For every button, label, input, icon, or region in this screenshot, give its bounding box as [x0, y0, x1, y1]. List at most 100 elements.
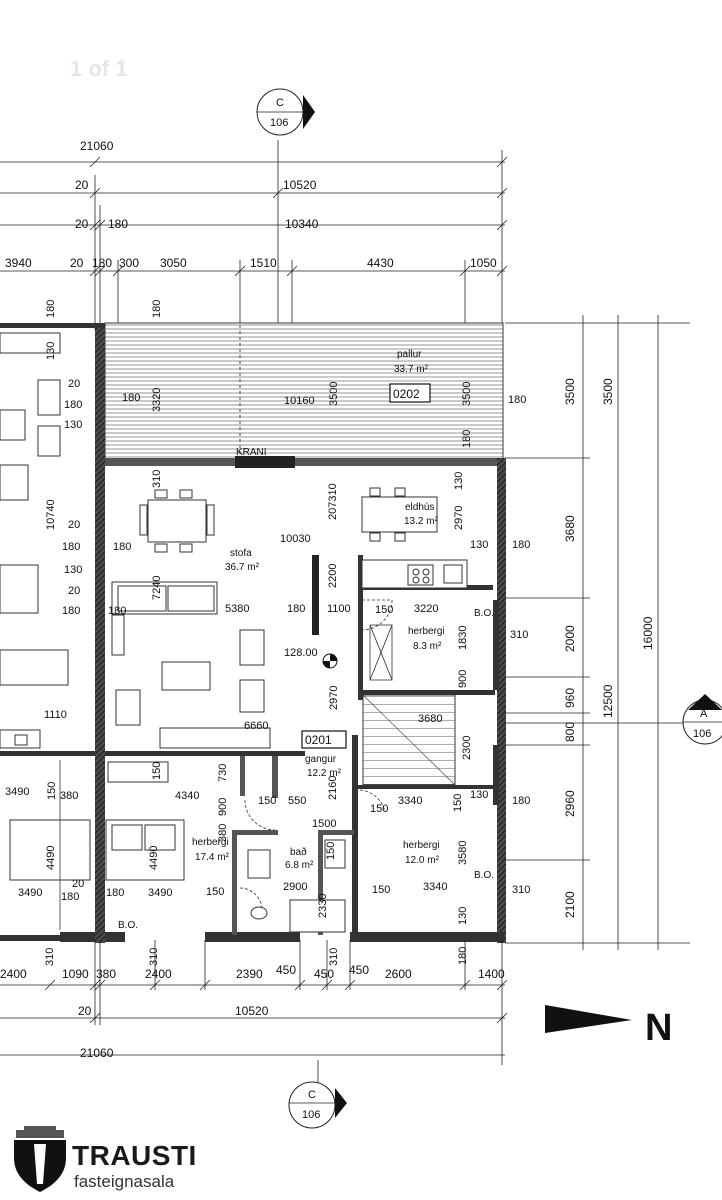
- dim-d3490a: 3490: [5, 786, 29, 798]
- dim-d130b: 130: [64, 419, 82, 431]
- dim-top-r6: 1510: [250, 256, 277, 270]
- section-right-sheet: 106: [693, 728, 711, 740]
- dim-top-total: 21060: [80, 139, 114, 153]
- dim-bottom-b2: 1090: [62, 967, 89, 981]
- dim-d180c: 180: [122, 392, 140, 404]
- dim-d2900: 2900: [283, 881, 307, 893]
- dim-bottom-c2: 10520: [235, 1004, 269, 1018]
- north-arrow: N: [545, 1005, 672, 1049]
- brand-name: TRAUSTI: [72, 1140, 197, 1171]
- dim-d150a: 150: [46, 782, 58, 800]
- dim-d6660: 6660: [244, 720, 268, 732]
- dim-d3340b: 3340: [423, 881, 447, 893]
- dim-d7240: 7240: [151, 576, 163, 600]
- dim-d180p2: 180: [508, 394, 526, 406]
- dim-d10160: 10160: [284, 395, 315, 407]
- left-unit-furniture: [0, 332, 91, 930]
- dim-d380b: 380: [217, 824, 229, 842]
- dim-top-r3: 180: [92, 256, 112, 270]
- dim-right-t2: 16000: [641, 616, 655, 650]
- dim-bottom-b4: 2400: [145, 967, 172, 981]
- dim-d180j: 180: [512, 539, 530, 551]
- dim-d180h: 180: [61, 891, 79, 903]
- dim-d207310: 207310: [327, 483, 339, 520]
- section-bottom-sheet: 106: [302, 1109, 320, 1121]
- dim-d3580: 3580: [457, 841, 469, 865]
- dim-d310b: 310: [510, 629, 528, 641]
- dim-d3220: 3220: [414, 603, 438, 615]
- dim-d180k: 180: [287, 603, 305, 615]
- dim-d150f: 150: [452, 794, 464, 812]
- dim-d130a: 130: [45, 342, 57, 360]
- dim-d180p1: 180: [151, 300, 163, 318]
- dim-top-r7: 4430: [367, 256, 394, 270]
- room-pallur-name: pallur: [397, 349, 422, 360]
- dim-bottom-b8: 450: [349, 963, 369, 977]
- dim-d2330: 2330: [317, 894, 329, 918]
- room-pallur-id: 0202: [393, 387, 420, 401]
- section-marker-bottom: C 106: [288, 1081, 347, 1129]
- north-label: N: [645, 1007, 672, 1049]
- dim-d4490a: 4490: [45, 846, 57, 870]
- dim-d150c: 150: [151, 762, 163, 780]
- section-top-letter: C: [276, 97, 284, 109]
- room-herbergi3-area: 12.0 m²: [405, 855, 440, 866]
- dim-d3320: 3320: [151, 388, 163, 412]
- dim-d150b: 150: [375, 604, 393, 616]
- dim-right-r6: 800: [563, 722, 577, 742]
- dim-top-d: 180: [108, 217, 128, 231]
- bottom-dimension-texts: 2400 1090 380 2400 2390 450 450 450 2600…: [0, 948, 505, 1060]
- room-gangur-id: 0201: [305, 733, 332, 747]
- dim-bottom-b6: 450: [276, 963, 296, 977]
- dim-d20b: 20: [68, 519, 80, 531]
- dim-d4490b: 4490: [148, 846, 160, 870]
- right-dimension-lines: [505, 315, 690, 950]
- right-dimension-texts: 3500 3500 3680 2000 960 800 2960 2100 12…: [563, 378, 655, 918]
- dim-top-a: 20: [75, 178, 89, 192]
- dim-d150d: 150: [258, 795, 276, 807]
- living-furniture: [105, 487, 468, 881]
- section-marker-top: C 106: [256, 88, 315, 136]
- dim-d180g: 180: [108, 605, 126, 617]
- dim-d180b: 180: [64, 399, 82, 411]
- page-indicator: 1 of 1: [70, 56, 128, 81]
- dim-d900a: 900: [457, 670, 469, 688]
- section-bottom-letter: C: [308, 1089, 316, 1101]
- room-bad-area: 6.8 m²: [285, 860, 314, 871]
- label-bo3: B.O.: [118, 920, 138, 931]
- dim-d180d: 180: [62, 541, 80, 553]
- dim-d3680: 3680: [418, 713, 442, 725]
- dim-d150e: 150: [370, 803, 388, 815]
- dim-d2300: 2300: [461, 736, 473, 760]
- dim-bottom-b3: 380: [96, 967, 116, 981]
- room-herbergi2-area: 17.4 m²: [195, 852, 230, 863]
- room-herbergi1-name: herbergi: [408, 626, 445, 637]
- label-krani: KRANI: [236, 447, 267, 458]
- dim-d130g: 130: [470, 789, 488, 801]
- dim-bottom-b1: 2400: [0, 967, 27, 981]
- dim-d180i: 180: [106, 887, 124, 899]
- dim-d4340: 4340: [175, 790, 199, 802]
- room-gangur-name: gangur: [305, 754, 337, 765]
- dim-d550: 550: [288, 795, 306, 807]
- dim-d150g: 150: [325, 842, 337, 860]
- dim-bottom-b7: 450: [314, 967, 334, 981]
- dim-right-t1: 12500: [601, 684, 615, 718]
- dim-top-b: 10520: [283, 178, 317, 192]
- closet: [369, 624, 393, 681]
- dim-top-r1: 3940: [5, 256, 32, 270]
- dim-d3340a: 3340: [398, 795, 422, 807]
- dim-d2970b: 2970: [328, 686, 340, 710]
- dim-bottom-total: 21060: [80, 1046, 114, 1060]
- dim-d180l: 180: [512, 795, 530, 807]
- dim-d20d: 20: [72, 878, 84, 890]
- section-marker-right: A 106: [682, 694, 722, 745]
- dim-d1100: 1100: [327, 603, 351, 615]
- room-herbergi1-area: 8.3 m²: [413, 641, 442, 652]
- dim-d310a: 310: [151, 470, 163, 488]
- dim-right-r1: 3500: [563, 378, 577, 405]
- dim-bottom-b5: 2390: [236, 967, 263, 981]
- brand-tagline: fasteignasala: [74, 1172, 175, 1191]
- dim-top-r5: 3050: [160, 256, 187, 270]
